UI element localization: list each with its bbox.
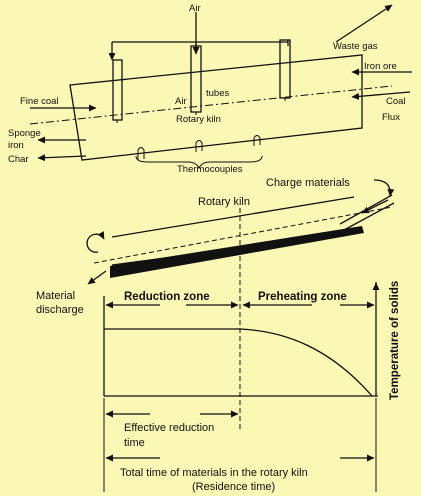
rotation-symbol	[86, 231, 105, 253]
material-label: Material	[36, 290, 75, 302]
thermocouples-label: Thermocouples	[177, 164, 243, 175]
air-tube-1	[112, 59, 123, 121]
rotary-kiln-label: Rotary kiln	[198, 196, 250, 208]
temperature-profile: Reduction zone Preheating zone Temperatu…	[103, 208, 401, 493]
charge-materials-label: Charge materials	[266, 177, 350, 189]
effective-reduction-label-1: Effective reduction	[124, 422, 214, 434]
kiln-axis	[29, 85, 393, 125]
top-rotary-kiln-label: Rotary kiln	[176, 114, 221, 125]
preheating-zone-label: Preheating zone	[258, 291, 347, 303]
sponge-label: Sponge	[8, 128, 41, 139]
total-time-label-1: Total time of materials in the rotary ki…	[120, 467, 308, 479]
thermocouple-1	[137, 147, 145, 160]
material-bed	[110, 226, 364, 278]
temperature-curve	[104, 328, 373, 397]
char-label: Char	[8, 154, 29, 165]
total-time-label-2: (Residence time)	[192, 481, 275, 493]
effective-reduction-label-2: time	[124, 437, 145, 449]
kiln-center-line	[93, 206, 393, 264]
thermocouple-3	[253, 135, 261, 146]
air-tubes-label-1: Air	[175, 96, 187, 107]
waste-gas-label: Waste gas	[333, 41, 378, 52]
temperature-axis-label: Temperature of solids	[389, 281, 401, 400]
thermocouple-brace	[135, 155, 263, 170]
discharge-label: discharge	[36, 304, 84, 316]
top-schematic: Air Waste gas Iron ore Fine coal Air tub…	[8, 3, 412, 175]
iron-ore-label: Iron ore	[364, 61, 397, 72]
iron-label: iron	[8, 140, 24, 151]
coal-label: Coal	[386, 96, 406, 107]
air-tube-2	[190, 45, 202, 113]
kiln-body	[69, 54, 363, 161]
flux-label: Flux	[382, 112, 400, 123]
air-tube-3	[279, 39, 291, 99]
reduction-zone-label: Reduction zone	[124, 291, 210, 303]
air-label: Air	[189, 3, 201, 14]
thermocouple-2	[195, 140, 203, 152]
fine-coal-label: Fine coal	[20, 96, 59, 107]
air-tubes-label-2: tubes	[206, 88, 229, 99]
inclined-kiln: Charge materials Rotary kiln Material di…	[36, 177, 395, 316]
